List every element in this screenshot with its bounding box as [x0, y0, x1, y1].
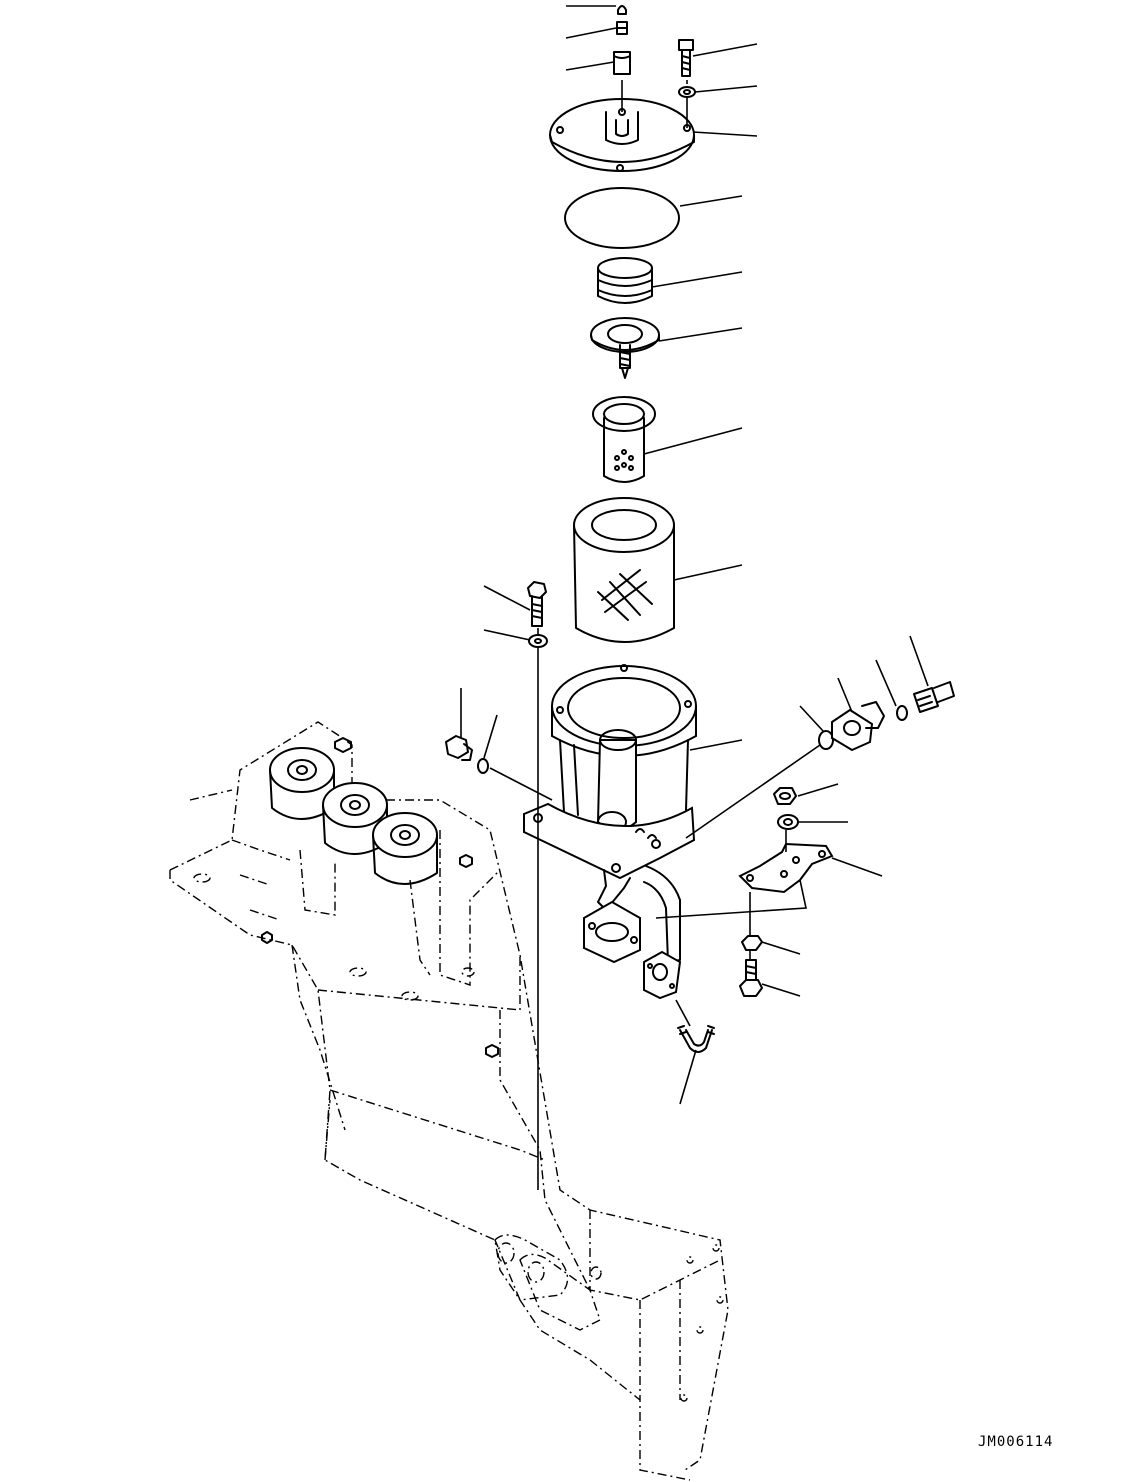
rubber-mount: [322, 782, 388, 855]
inner-cap-with-screw: [590, 317, 660, 379]
lower-nut: [741, 935, 763, 951]
housing-bolt: [527, 581, 547, 627]
assembly-lines: [489, 80, 821, 1190]
mounting-frame-phantom: [169, 721, 729, 1481]
adapter-bolt: [913, 681, 955, 713]
bracket-nut: [773, 787, 797, 805]
adapter-washer: [896, 705, 908, 721]
mounting-bracket: [738, 842, 834, 894]
callout-leaders: [460, 5, 929, 1105]
drain-plug: [445, 735, 473, 761]
hose-clamp: [677, 1025, 715, 1053]
rubber-mount-group: [269, 747, 438, 885]
spring: [597, 257, 653, 304]
air-cleaner-housing: [523, 664, 697, 1000]
cover-washer: [678, 86, 696, 98]
cover-bolt: [678, 39, 694, 77]
adapter-o-ring: [818, 730, 834, 750]
primary-filter-element: [573, 497, 675, 643]
rubber-mount: [372, 812, 438, 885]
valve-cap: [613, 5, 631, 75]
bracket-washer: [777, 814, 799, 830]
safety-element: [592, 396, 656, 483]
plug-o-ring: [477, 758, 489, 774]
housing-washer: [528, 634, 548, 648]
lower-bolt: [739, 959, 763, 997]
o-ring-gasket: [564, 187, 680, 249]
indicator-adapter: [831, 701, 885, 752]
drawing-id-label: JM006114: [978, 1434, 1054, 1450]
cover-plate: [549, 98, 695, 172]
